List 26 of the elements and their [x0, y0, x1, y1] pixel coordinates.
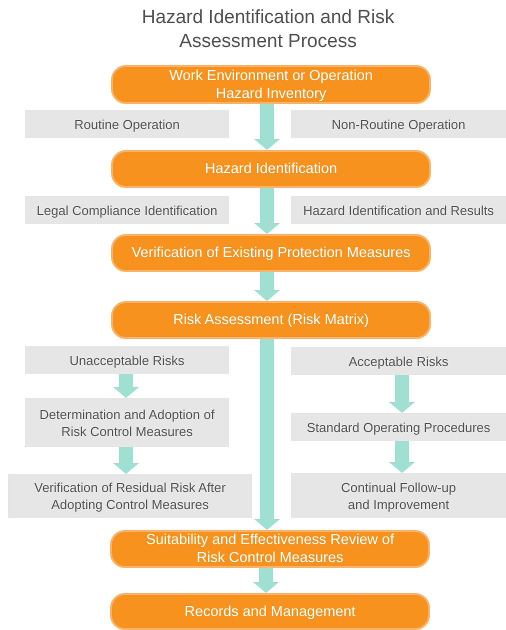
- diagram-title: Hazard Identification and Risk Assessment Process: [140, 6, 396, 54]
- arrow: [253, 568, 279, 593]
- info-box: Hazard Identification and Results: [291, 196, 506, 224]
- arrow: [389, 441, 415, 473]
- info-box: Routine Operation: [25, 110, 229, 138]
- arrow: [254, 104, 280, 150]
- process-box: Work Environment or Operation Hazard Inventory: [111, 65, 431, 104]
- info-box: Acceptable Risks: [291, 347, 506, 375]
- arrow: [113, 374, 139, 398]
- info-box: Unacceptable Risks: [25, 346, 229, 374]
- info-box: Verification of Residual Risk After Adopting Control Measures: [8, 474, 252, 518]
- info-box: Determination and Adoption of Risk Control Measures: [25, 398, 229, 447]
- arrow: [254, 188, 280, 234]
- info-box: Standard Operating Procedures: [291, 413, 506, 441]
- process-box: Verification of Existing Protection Measures: [111, 234, 431, 272]
- arrow: [389, 375, 415, 413]
- arrow: [113, 447, 139, 474]
- process-box: Records and Management: [110, 593, 430, 630]
- process-box: Suitability and Effectiveness Review of Risk Control Measures: [110, 530, 430, 568]
- process-box: Risk Assessment (Risk Matrix): [111, 301, 431, 339]
- arrow: [254, 272, 280, 301]
- info-box: Continual Follow-up and Improvement: [291, 473, 506, 518]
- info-box: Non-Routine Operation: [291, 110, 506, 138]
- info-box: Legal Compliance Identification: [25, 196, 229, 224]
- process-box: Hazard Identification: [111, 150, 431, 188]
- arrow: [254, 339, 280, 530]
